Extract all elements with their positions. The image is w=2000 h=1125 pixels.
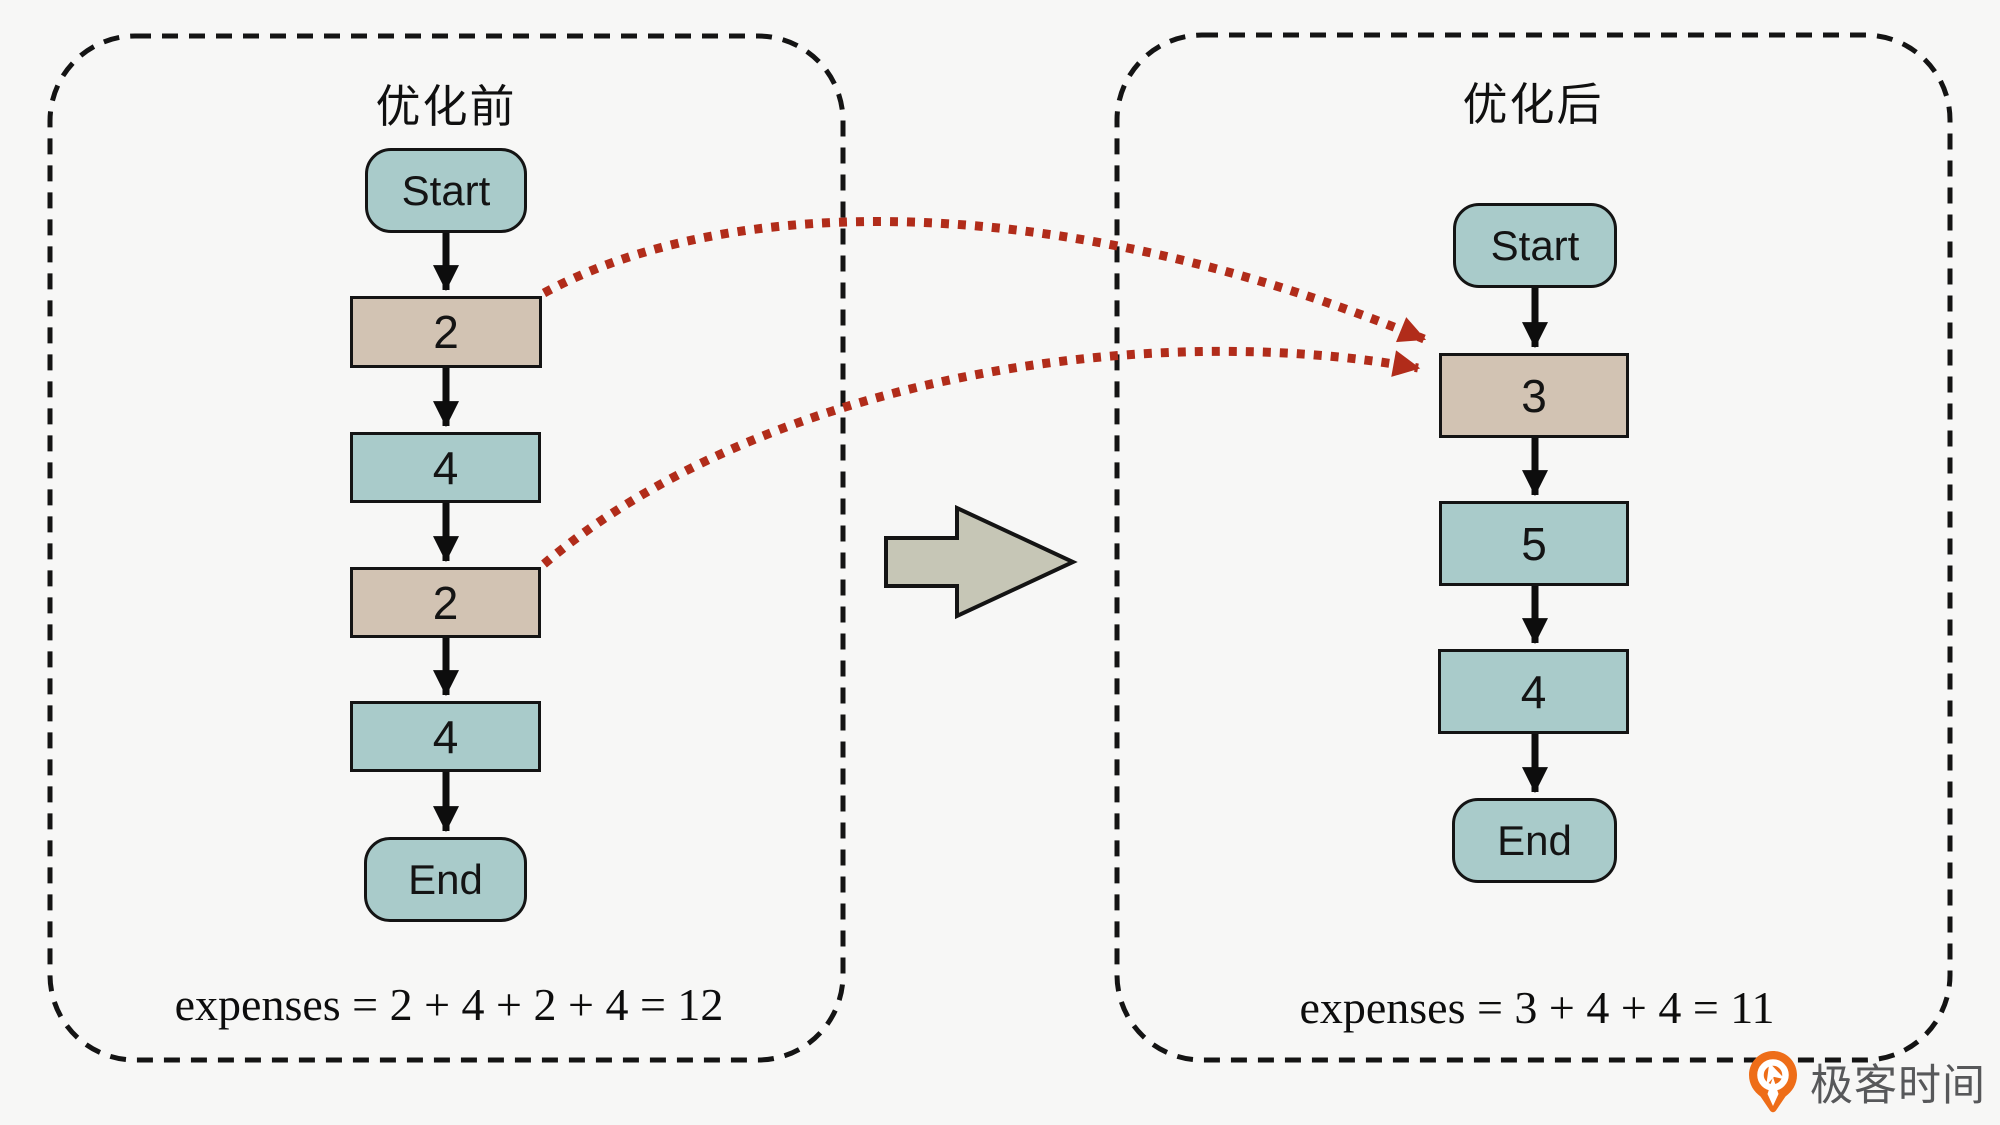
merge-curve-top <box>541 217 1427 344</box>
right-panel-title: 优化后 <box>1462 79 1604 130</box>
geektime-logo: 极客时间 <box>1748 1050 1986 1114</box>
left-node-cost-2b: 2 <box>350 567 541 638</box>
left-expenses-caption: expenses = 2 + 4 + 2 + 4 = 12 <box>174 979 724 1030</box>
left-panel-border <box>47 33 846 1063</box>
right-node-cost-5: 5 <box>1439 501 1629 586</box>
left-panel-title: 优化前 <box>375 81 517 132</box>
left-node-cost-2a: 2 <box>350 296 542 368</box>
left-node-start: Start <box>365 148 527 233</box>
right-node-start: Start <box>1453 203 1617 288</box>
geektime-logo-icon <box>1749 1051 1797 1113</box>
transform-arrow-icon <box>884 504 1078 620</box>
right-panel-border <box>1114 32 1953 1063</box>
geektime-logo-text: 极客时间 <box>1810 1062 1986 1110</box>
left-node-cost-4b: 4 <box>350 701 541 772</box>
right-expenses-caption: expenses = 3 + 4 + 4 = 11 <box>1299 982 1775 1033</box>
left-node-end: End <box>364 837 527 922</box>
left-node-cost-4a: 4 <box>350 432 541 503</box>
right-node-cost-3: 3 <box>1439 353 1629 438</box>
right-node-end: End <box>1452 798 1617 883</box>
right-node-cost-4: 4 <box>1438 649 1629 734</box>
merge-curve-bottom <box>541 346 1421 568</box>
